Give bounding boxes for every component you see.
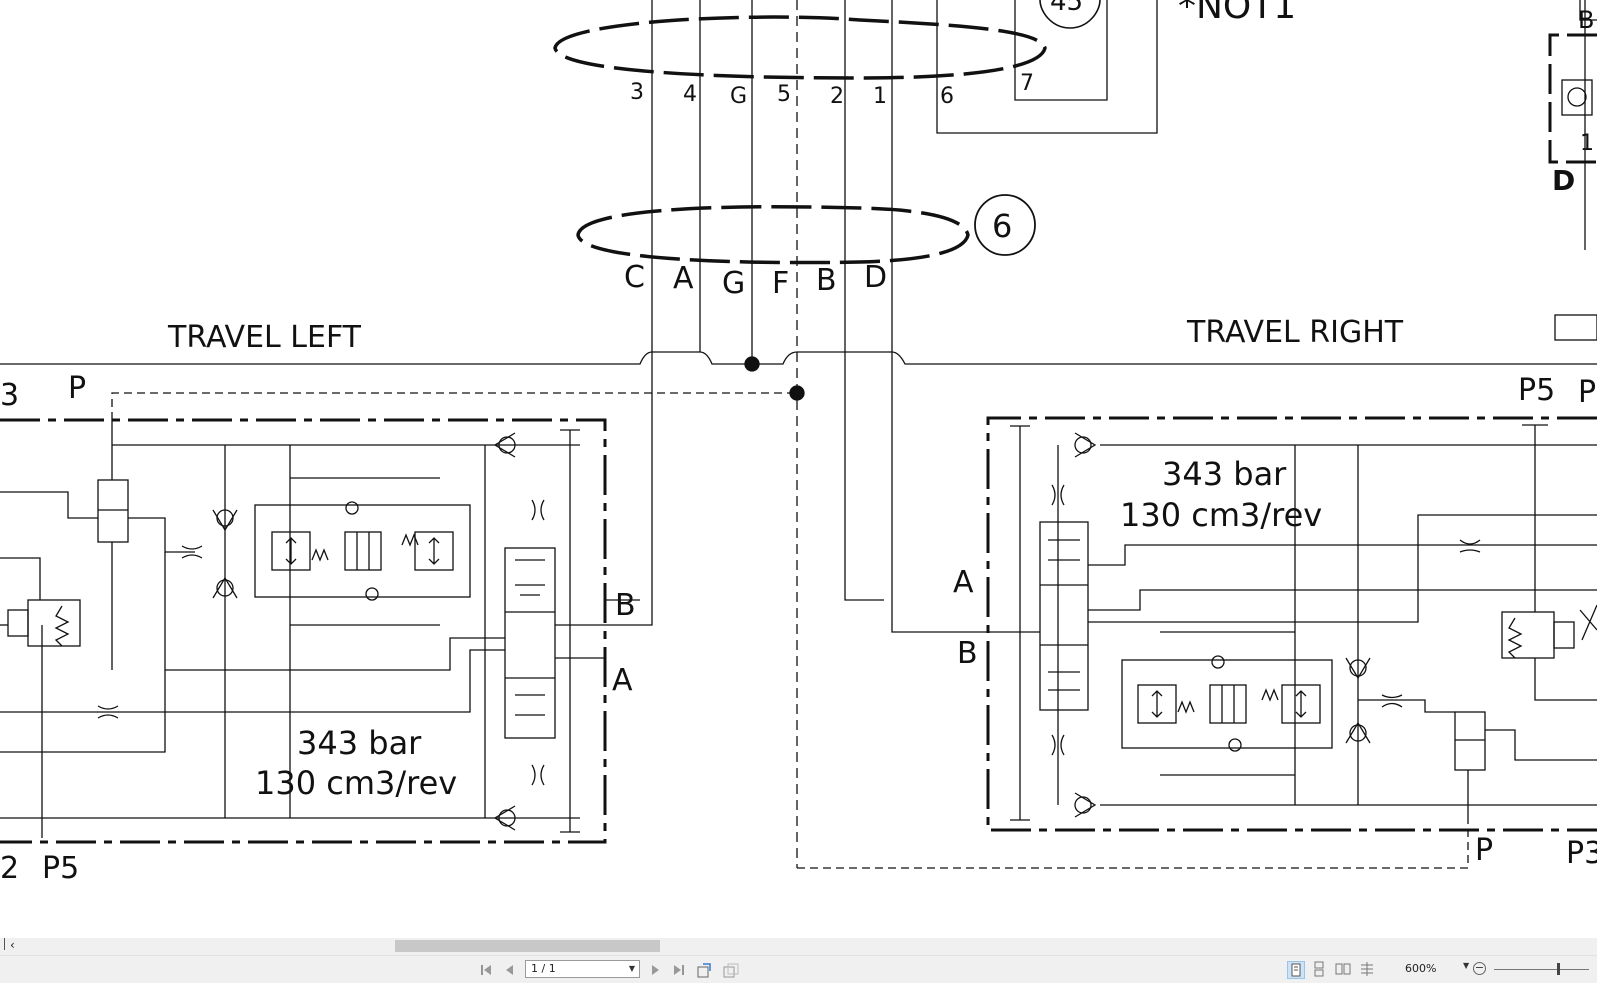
left-valve-boundary xyxy=(0,418,607,844)
single-page-view-icon[interactable] xyxy=(1287,961,1305,979)
facing-view-icon[interactable] xyxy=(1335,961,1353,979)
zoom-out-button[interactable]: − xyxy=(1473,961,1486,975)
viewer-status-bar: 1 / 1 ▼ 600% ▼ − xyxy=(0,955,1597,983)
schematic-canvas[interactable]: *NOT1 45 6 3 4 G 5 2 1 6 7 C A G F B D T… xyxy=(0,0,1597,938)
callout-6-circle xyxy=(974,194,1036,256)
horizontal-scrollbar[interactable]: ‹ xyxy=(0,938,1597,955)
scrollbar-edge xyxy=(0,938,5,950)
zoom-dropdown-icon[interactable]: ▼ xyxy=(1463,961,1470,970)
previous-page-icon[interactable] xyxy=(503,963,517,977)
main-pressure-line xyxy=(0,351,1597,365)
page-indicator: 1 / 1 xyxy=(531,962,556,975)
zoom-level[interactable]: 600% xyxy=(1405,962,1437,975)
page-number-field[interactable]: 1 / 1 ▼ xyxy=(525,960,640,978)
last-page-icon[interactable] xyxy=(671,963,685,977)
hydraulic-schematic xyxy=(0,0,1597,869)
go-back-view-icon[interactable] xyxy=(697,963,711,978)
zoom-slider[interactable] xyxy=(1494,969,1589,970)
chevron-down-icon[interactable]: ▼ xyxy=(628,964,635,973)
continuous-view-icon[interactable] xyxy=(1311,961,1329,979)
go-forward-view-icon[interactable] xyxy=(723,963,739,978)
zoom-slider-thumb[interactable] xyxy=(1557,963,1560,975)
top-bundle-ellipse xyxy=(553,15,1047,80)
first-page-icon[interactable] xyxy=(480,963,494,977)
scroll-left-button[interactable]: ‹ xyxy=(10,938,15,952)
scrollbar-thumb[interactable] xyxy=(395,940,660,952)
continuous-facing-view-icon[interactable] xyxy=(1359,961,1377,979)
mid-bundle-ellipse xyxy=(576,204,970,265)
next-page-icon[interactable] xyxy=(648,963,662,977)
right-valve-boundary xyxy=(986,416,1597,832)
